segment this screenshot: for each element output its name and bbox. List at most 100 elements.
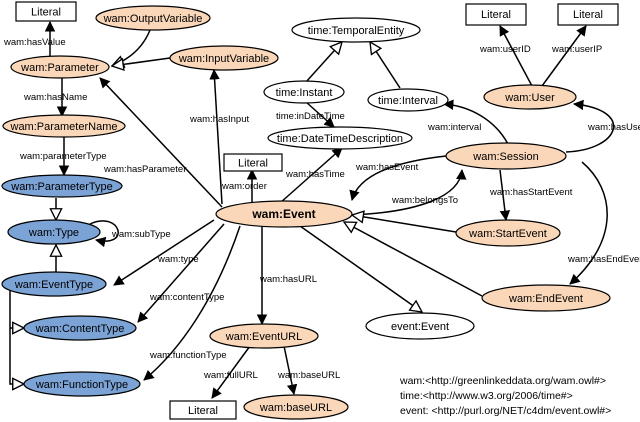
- edge-label-content-type: wam:contentType: [149, 292, 224, 303]
- edge-label-user-id: wam:userID: [479, 44, 531, 55]
- literal-label: Literal: [31, 7, 61, 19]
- literal-order-box: [223, 153, 283, 172]
- edge-label-has-parameter: wam:hasParameter: [103, 164, 186, 175]
- parameter-type-label: wam:ParameterType: [10, 181, 112, 193]
- edge-label-in-date-time: time:inDateTime: [276, 111, 345, 122]
- edge-in-date-time: [305, 101, 335, 128]
- event-type-node: [1, 271, 107, 297]
- edge-interval-subclass: [370, 42, 401, 89]
- edge-has-event: [349, 155, 447, 202]
- instant-node: [263, 80, 345, 104]
- edge-startevent-subclass: [352, 215, 457, 233]
- temporal-entity-label: time:TemporalEntity: [308, 25, 405, 37]
- event-type-label: wam:EventType: [14, 279, 93, 291]
- content-type-label: wam:ContentType: [35, 323, 125, 335]
- event-url-label: wam:EventURL: [225, 331, 302, 343]
- literal-url-box: [169, 400, 237, 420]
- start-event-label: wam:StartEvent: [468, 228, 547, 240]
- edge-label-has-value: wam:hasValue: [3, 37, 66, 48]
- namespace-legend: wam:<http://greenlinkeddata.org/wam.owl#…: [400, 374, 638, 419]
- event-event-label: event:Event: [391, 321, 449, 333]
- content-type-node: [23, 315, 137, 341]
- edge-has-time: [279, 147, 343, 204]
- edge-outputvariable-subclass: [112, 29, 151, 66]
- edge-label-has-input: wam:hasInput: [189, 114, 250, 125]
- edge-content-type: [137, 223, 225, 323]
- edge-full-url: [211, 345, 251, 399]
- literal-userip-box: [557, 3, 619, 26]
- datetime-description-node: [267, 126, 413, 150]
- edge-function-type: [143, 225, 241, 381]
- session-node: [445, 142, 567, 170]
- user-node: [483, 84, 577, 110]
- base-url-label: wam:baseURL: [259, 402, 332, 414]
- literal-userip-label: Literal: [573, 9, 603, 21]
- namespace-time: time:<http://www.w3.org/2006/time#>: [400, 390, 573, 402]
- edge-interval: [442, 99, 509, 145]
- parameter-name-node: [2, 114, 126, 138]
- user-label: wam:User: [504, 92, 555, 104]
- instant-label: time:Instant: [276, 87, 333, 99]
- event-label: wam:Event: [251, 207, 315, 221]
- datetime-description-label: time:DateTimeDescription: [277, 133, 403, 145]
- namespace-event: event: <http://purl.org/NET/c4dm/event.o…: [400, 405, 612, 417]
- edge-event-event-subclass: [299, 225, 422, 312]
- input-variable-node: [169, 45, 279, 71]
- function-type-node: [23, 371, 141, 397]
- edge-endevent-subclass: [344, 222, 483, 297]
- edge-label-base-url: wam:baseURL: [277, 370, 340, 381]
- edge-label-has-time: wam:hasTime: [285, 169, 345, 180]
- edge-label-parameter-type: wam:parameterType: [19, 151, 107, 162]
- edge-base-url: [283, 345, 298, 396]
- base-url-node: [243, 394, 349, 420]
- edge-label-sub-type: wam:subType: [111, 229, 171, 240]
- event-node: [215, 200, 353, 228]
- edge-has-parameter: [99, 77, 223, 208]
- edge-label-order: wam:order: [221, 181, 267, 192]
- parameter-node: [10, 55, 110, 79]
- parameter-label: wam:Parameter: [20, 62, 99, 74]
- parameter-name-label: wam:ParameterName: [10, 121, 118, 133]
- edge-label-has-name: wam:hasName: [23, 92, 87, 103]
- edge-user-ip: [541, 25, 587, 87]
- edge-belongs-to: [351, 168, 467, 216]
- function-type-label: wam:FunctionType: [35, 379, 128, 391]
- type-label: wam:Type: [28, 227, 79, 239]
- start-event-node: [455, 219, 561, 247]
- edge-label-has-start-event: wam:hasStartEvent: [489, 187, 573, 198]
- edge-sub-type: [89, 220, 119, 248]
- literal-order-label: Literal: [238, 158, 268, 170]
- edge-has-end-event: [569, 161, 608, 285]
- event-url-node: [209, 323, 319, 349]
- edge-label-interval: wam:interval: [427, 122, 481, 133]
- input-variable-label: wam:InputVariable: [178, 53, 269, 65]
- temporal-entity-node: [291, 17, 421, 43]
- edge-has-user: [565, 99, 615, 153]
- edge-type: [113, 219, 215, 286]
- edge-label-has-end-event: wam:hasEndEvent: [567, 254, 640, 265]
- end-event-node: [481, 284, 611, 312]
- event-event-node: [365, 312, 475, 340]
- edge-has-start-event: [499, 169, 511, 222]
- edge-has-input: [209, 68, 223, 205]
- literal-userid-label: Literal: [481, 9, 511, 21]
- edge-label-type: wam:type: [157, 254, 199, 265]
- edge-user-id: [499, 25, 533, 87]
- edge-label-user-ip: wam:userIP: [551, 44, 602, 55]
- end-event-label: wam:EndEvent: [508, 293, 583, 305]
- edge-label-function-type: wam:functionType: [149, 350, 227, 361]
- session-label: wam:Session: [472, 151, 538, 163]
- edge-inputvariable-subclass: [112, 57, 171, 66]
- interval-node: [367, 88, 449, 112]
- type-node: [7, 219, 101, 245]
- edge-label-belongs-to: wam:belongsTo: [391, 195, 458, 206]
- parameter-type-node: [1, 174, 123, 198]
- output-variable-label: wam:OutputVariable: [103, 13, 203, 25]
- literal-box: [15, 1, 77, 22]
- interval-label: time:Interval: [378, 95, 438, 107]
- edge-label-has-user: wam:hasUser: [587, 122, 640, 133]
- edge-label-has-event: wam:hasEvent: [355, 162, 419, 173]
- literal-url-label: Literal: [188, 405, 218, 417]
- edge-label-full-url: wam:fullURL: [203, 370, 258, 381]
